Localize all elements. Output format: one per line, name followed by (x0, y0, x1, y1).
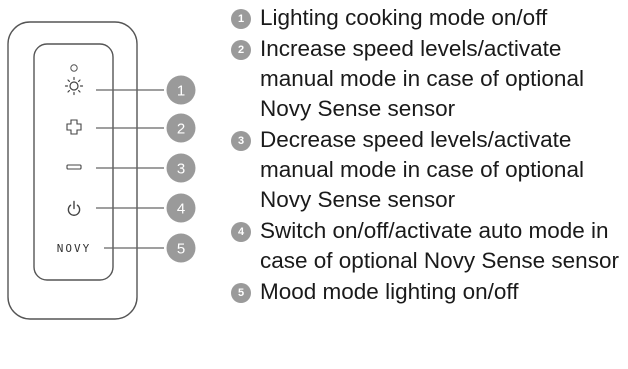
plus-icon[interactable] (66, 119, 82, 135)
power-icon[interactable] (67, 200, 81, 216)
svg-text:4: 4 (177, 201, 185, 218)
legend-badge-3: 3 (231, 131, 251, 151)
callout-4: 4 (166, 193, 196, 223)
remote-diagram: NOVY 1 2 3 4 5 (0, 0, 215, 369)
legend-badge-2: 2 (231, 40, 251, 60)
novy-logo[interactable]: NOVY (57, 242, 92, 255)
legend-text-5: Mood mode lighting on/off (260, 279, 519, 304)
sensor-indicator (70, 64, 78, 72)
remote-inner-panel (33, 43, 114, 281)
legend-text-4: Switch on/off/activate auto mode in case… (260, 218, 619, 273)
remote-svg: NOVY 1 2 3 4 5 (7, 21, 196, 320)
svg-text:2: 2 (177, 121, 185, 138)
legend-list: 1 Lighting cooking mode on/off 2 Increas… (231, 3, 625, 308)
callout-5: 5 (166, 233, 196, 263)
legend-badge-1: 1 (231, 9, 251, 29)
legend-text-1: Lighting cooking mode on/off (260, 5, 548, 30)
legend-badge-4: 4 (231, 222, 251, 242)
legend-item-4: 4 Switch on/off/activate auto mode in ca… (231, 216, 625, 276)
legend-item-3: 3 Decrease speed levels/activate manual … (231, 125, 625, 215)
svg-text:1: 1 (177, 83, 185, 100)
callout-3: 3 (166, 153, 196, 183)
svg-text:5: 5 (177, 241, 185, 258)
legend-text-3: Decrease speed levels/activate manual mo… (260, 127, 584, 212)
light-icon[interactable] (64, 76, 84, 96)
legend-item-5: 5 Mood mode lighting on/off (231, 277, 625, 307)
minus-icon[interactable] (66, 164, 82, 170)
legend-item-1: 1 Lighting cooking mode on/off (231, 3, 625, 33)
leader-lines (96, 89, 164, 249)
legend-text-2: Increase speed levels/activate manual mo… (260, 36, 584, 121)
callout-1: 1 (166, 75, 196, 105)
legend-item-2: 2 Increase speed levels/activate manual … (231, 34, 625, 124)
callout-2: 2 (166, 113, 196, 143)
svg-text:3: 3 (177, 161, 185, 178)
legend-badge-5: 5 (231, 283, 251, 303)
